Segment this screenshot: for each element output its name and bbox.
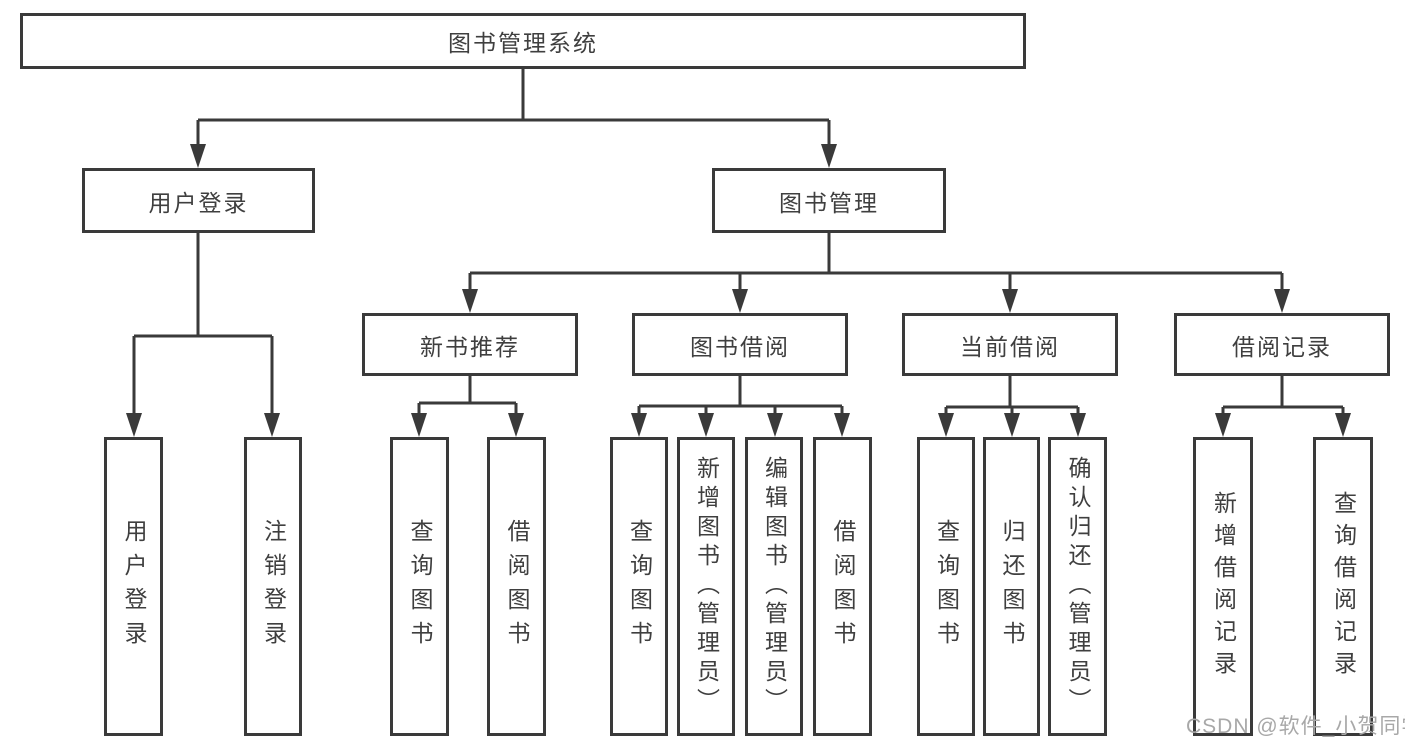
leaf-current-query-books-label: 查询图书	[933, 518, 960, 655]
leaf-borrow-query-books-label: 查询图书	[626, 518, 653, 655]
node-borrowing-records: 借阅记录	[1174, 313, 1390, 376]
leaf-borrow-add-books-admin: 新增图书（管理员）	[677, 437, 735, 736]
leaf-borrow-edit-books-admin-label: 编辑图书（管理员）	[761, 456, 788, 717]
leaf-user-login: 用户登录	[104, 437, 163, 736]
leaf-newbook-borrow-books-label: 借阅图书	[504, 518, 530, 655]
node-book-management: 图书管理	[712, 168, 946, 233]
node-book-borrowing: 图书借阅	[632, 313, 848, 376]
csdn-watermark: CSDN @软件_小贺同学	[1186, 715, 1405, 738]
leaf-borrow-borrow-books: 借阅图书	[813, 437, 872, 736]
leaf-newbook-query-books-label: 查询图书	[407, 518, 433, 655]
leaf-borrow-query-books: 查询图书	[610, 437, 668, 736]
leaf-current-confirm-return-admin: 确认归还（管理员）	[1048, 437, 1107, 736]
node-root: 图书管理系统	[20, 13, 1026, 69]
leaf-record-query-borrow-record-label: 查询借阅记录	[1330, 490, 1357, 683]
leaf-newbook-query-books: 查询图书	[390, 437, 449, 736]
leaf-current-confirm-return-admin-label: 确认归还（管理员）	[1065, 456, 1091, 717]
leaf-record-query-borrow-record: 查询借阅记录	[1313, 437, 1373, 736]
leaf-borrow-borrow-books-label: 借阅图书	[830, 518, 856, 655]
leaf-record-add-borrow-record-label: 新增借阅记录	[1210, 490, 1237, 683]
leaf-logout: 注销登录	[244, 437, 302, 736]
leaf-current-return-books: 归还图书	[983, 437, 1040, 736]
leaf-record-add-borrow-record: 新增借阅记录	[1193, 437, 1253, 736]
leaf-borrow-edit-books-admin: 编辑图书（管理员）	[745, 437, 803, 736]
leaf-newbook-borrow-books: 借阅图书	[487, 437, 546, 736]
leaf-borrow-add-books-admin-label: 新增图书（管理员）	[693, 456, 720, 717]
leaf-user-login-label: 用户登录	[121, 518, 147, 655]
node-current-borrowing: 当前借阅	[902, 313, 1118, 376]
node-new-book-recommend: 新书推荐	[362, 313, 578, 376]
leaf-current-query-books: 查询图书	[917, 437, 975, 736]
leaf-current-return-books-label: 归还图书	[999, 518, 1025, 655]
leaf-logout-label: 注销登录	[260, 518, 287, 655]
node-user-login: 用户登录	[82, 168, 315, 233]
